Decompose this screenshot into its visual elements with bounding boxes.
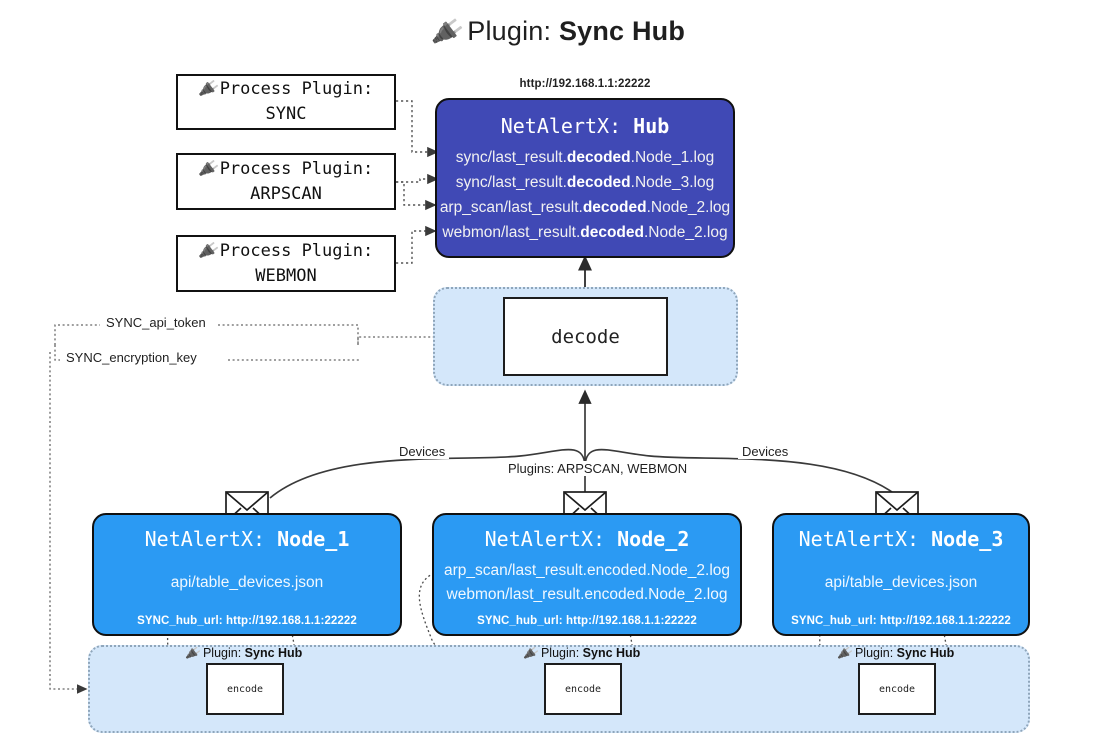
plug-icon: 🔌 — [430, 15, 466, 49]
node-box-node-1[interactable]: NetAlertX: Node_1 api/table_devices.json… — [92, 513, 402, 636]
node-lines: arp_scan/last_result.encoded.Node_2.log … — [434, 551, 740, 615]
process-plugin-name: ARPSCAN — [250, 183, 322, 204]
node-box-node-3[interactable]: NetAlertX: Node_3 api/table_devices.json… — [772, 513, 1030, 636]
encoder-plugin-tag: 🔌Plugin: Sync Hub — [523, 645, 641, 661]
encode-box-node-3[interactable]: encode — [858, 663, 936, 715]
node-title: NetAlertX: Node_3 — [798, 527, 1004, 551]
secret-label-encryption-key: SYNC_encryption_key — [62, 350, 201, 365]
page-title: 🔌Plugin: Sync Hub — [0, 15, 1117, 49]
node-lines: api/table_devices.json — [774, 551, 1028, 615]
encoder-plugin-tag: 🔌Plugin: Sync Hub — [837, 645, 955, 661]
encode-box-node-1[interactable]: encode — [206, 663, 284, 715]
process-plugin-box-webmon[interactable]: 🔌Process Plugin: WEBMON — [176, 235, 396, 292]
node-lines: api/table_devices.json — [94, 551, 400, 615]
node-title: NetAlertX: Node_2 — [484, 527, 690, 551]
edge-label-devices-left: Devices — [395, 444, 450, 459]
decode-box[interactable]: decode — [503, 297, 668, 376]
process-plugin-name: WEBMON — [255, 265, 317, 286]
process-plugin-label: Process Plugin: — [219, 240, 374, 261]
plug-icon: 🔌 — [523, 645, 540, 661]
node-line: arp_scan/last_result.encoded.Node_2.log — [443, 561, 731, 579]
node-url: SYNC_hub_url: http://192.168.1.1:22222 — [791, 615, 1011, 627]
process-plugin-box-arpscan[interactable]: 🔌Process Plugin: ARPSCAN — [176, 153, 396, 210]
plug-icon: 🔌 — [197, 241, 220, 262]
plug-icon: 🔌 — [837, 645, 854, 661]
encode-box-node-2[interactable]: encode — [544, 663, 622, 715]
node-line: api/table_devices.json — [824, 573, 978, 591]
node-line: api/table_devices.json — [170, 573, 324, 591]
node-line: webmon/last_result.encoded.Node_2.log — [446, 586, 728, 603]
node-url: SYNC_hub_url: http://192.168.1.1:22222 — [477, 615, 697, 627]
edge-label-devices-right: Devices — [738, 444, 793, 459]
process-plugin-label: Process Plugin: — [219, 79, 374, 100]
hub-title-name: Hub — [633, 114, 670, 138]
hub-log-line: sync/last_result.decoded.Node_3.log — [455, 174, 715, 192]
plug-icon: 🔌 — [185, 645, 202, 661]
hub-url-label: http://192.168.1.1:22222 — [519, 78, 651, 90]
plug-icon: 🔌 — [197, 159, 220, 180]
hub-title: NetAlertX: Hub — [501, 114, 670, 138]
encoder-plugin-tag: 🔌Plugin: Sync Hub — [185, 645, 303, 661]
hub-log-line: sync/last_result.decoded.Node_1.log — [455, 149, 715, 166]
plug-icon: 🔌 — [197, 80, 220, 100]
title-name: Sync Hub — [558, 16, 686, 46]
title-prefix: Plugin: — [467, 16, 552, 46]
hub-log-line: arp_scan/last_result.decoded.Node_2.log — [439, 199, 731, 217]
process-plugin-box-sync[interactable]: 🔌Process Plugin: SYNC — [176, 74, 396, 130]
hub-log-line: webmon/last_result.decoded.Node_2.log — [442, 224, 728, 242]
process-plugin-name: SYNC — [265, 104, 307, 124]
hub-title-prefix: NetAlertX: — [500, 114, 622, 138]
edge-label-plugins-center: Plugins: ARPSCAN, WEBMON — [504, 461, 692, 476]
node-box-node-2[interactable]: NetAlertX: Node_2 arp_scan/last_result.e… — [432, 513, 742, 636]
hub-box[interactable]: NetAlertX: Hub sync/last_result.decoded.… — [435, 98, 735, 258]
secret-label-api-token: SYNC_api_token — [102, 315, 210, 330]
process-plugin-label: Process Plugin: — [219, 158, 374, 179]
node-url: SYNC_hub_url: http://192.168.1.1:22222 — [137, 615, 357, 627]
node-title: NetAlertX: Node_1 — [144, 527, 350, 551]
